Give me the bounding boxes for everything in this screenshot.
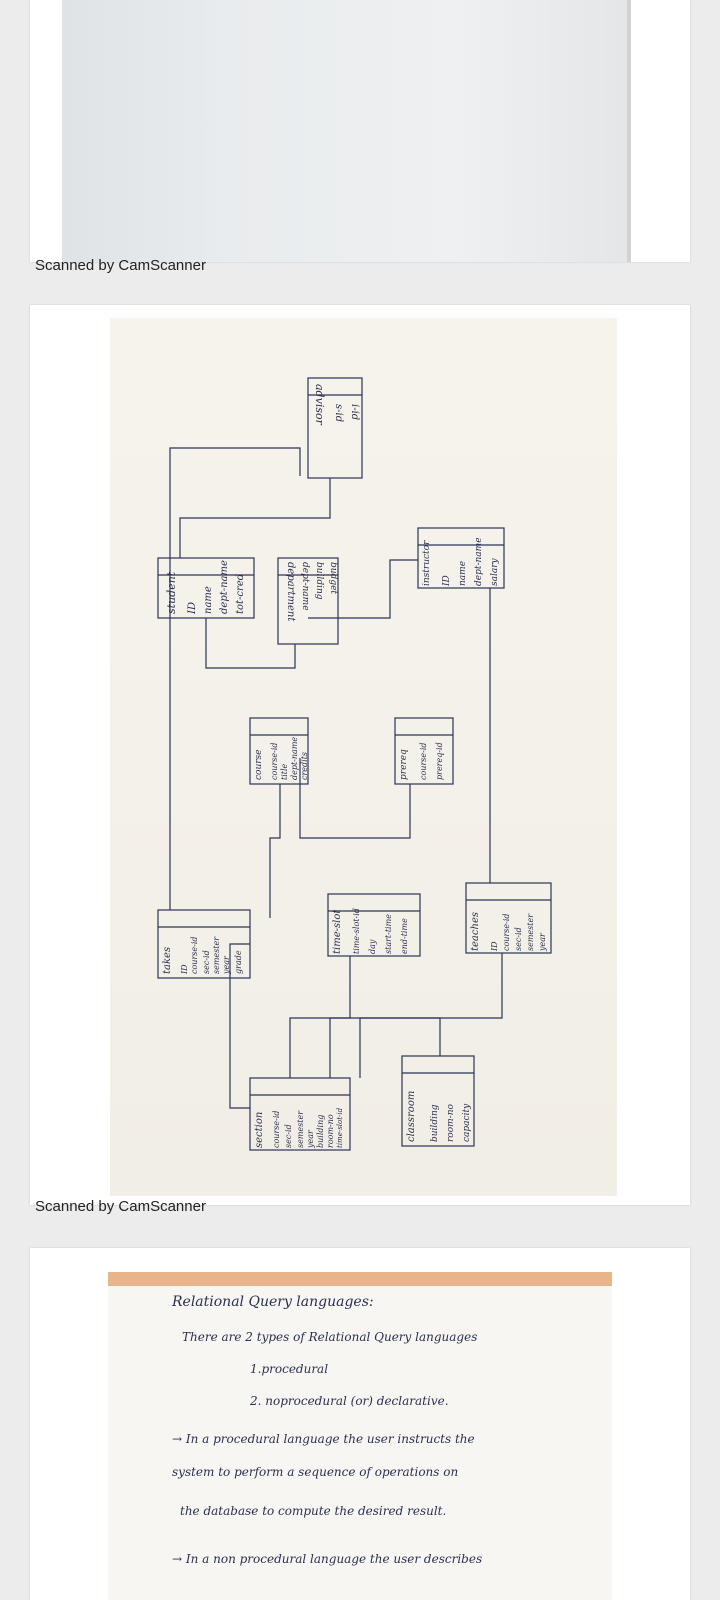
entity-attr: semester (296, 1110, 305, 1148)
scan-image-1 (62, 0, 631, 262)
entity-attr: sec-id (202, 950, 211, 974)
scan-caption-1: Scanned by CamScanner (35, 257, 206, 274)
notes-para1-a: → In a procedural language the user inst… (172, 1432, 475, 1446)
entity-attr: course-id (419, 742, 428, 781)
entity-attr: time-slot-id (336, 1107, 344, 1148)
scan-image-3 (108, 1272, 612, 1600)
entity-attr: course-id (190, 936, 199, 975)
entity-label: classroom (406, 1090, 417, 1142)
entity-attr: day (368, 939, 377, 954)
notes-item2: 2. noprocedural (or) declarative. (250, 1394, 449, 1408)
entity-attr: sec-id (514, 927, 523, 951)
entity-attr: semester (526, 913, 535, 951)
entity-attr: course-id (270, 742, 279, 781)
entity-attr: course-id (272, 1110, 281, 1149)
entity-attr: ID (180, 964, 189, 974)
entity-attr: room-no (446, 1104, 456, 1142)
entity-attr: s-id (333, 404, 344, 423)
scan-caption-2: Scanned by CamScanner (35, 1198, 206, 1215)
entity-attr: building (314, 562, 324, 600)
entity-label: time-slot (332, 909, 343, 954)
entity-label: prereq (399, 749, 409, 780)
entity-attr: tot-cred (235, 573, 246, 614)
entity-label: takes (162, 946, 173, 974)
entity-attr: name (203, 586, 214, 614)
notes-line1: There are 2 types of Relational Query la… (182, 1330, 478, 1344)
notes-para1-b: system to perform a sequence of operatio… (172, 1465, 459, 1479)
entity-attr: ID (442, 575, 452, 586)
entity-attr: year (306, 1130, 315, 1148)
entity-attr: salary (490, 558, 500, 586)
entity-label: department (285, 562, 296, 622)
entity-label: student (165, 571, 178, 614)
entity-attr: building (430, 1104, 440, 1142)
entity-attr: room-no (326, 1114, 335, 1148)
entity-label: advisor (313, 384, 326, 425)
notes-item1: 1.procedural (250, 1362, 329, 1376)
entity-attr: ID (187, 602, 198, 614)
entity-attr: time-slot-id (352, 908, 361, 954)
entity-attr: sec-id (284, 1124, 293, 1148)
entity-attr: dept-name (290, 736, 299, 780)
schema-diagram (157, 377, 552, 1151)
entity-attr: start-time (384, 914, 393, 954)
entity-attr: ID (490, 941, 499, 951)
entity-attr: budget (328, 562, 338, 595)
notes-para1-c: the database to compute the desired resu… (180, 1504, 447, 1518)
scan-top-edge (108, 1272, 612, 1286)
notes-para2-a: → In a non procedural language the user … (172, 1552, 483, 1566)
entity-label: teaches (470, 912, 481, 951)
entity-label: section (254, 1111, 265, 1148)
entity-attr: dept-name (300, 562, 310, 611)
entity-attr: title (280, 763, 289, 780)
entity-label: instructor (422, 540, 432, 586)
entity-attr: capacity (462, 1103, 472, 1142)
entity-attr: year (538, 933, 547, 951)
entity-label: course (254, 749, 264, 780)
entity-attr: i-id (349, 404, 360, 421)
entity-attr: prereq-id (435, 742, 444, 780)
entity-attr: course-id (502, 913, 511, 952)
entity-attr: grade (234, 950, 243, 974)
entity-attr: name (458, 560, 468, 586)
entity-attr: semester (212, 936, 221, 974)
entity-attr: dept-name (219, 560, 230, 614)
entity-attr: building (316, 1114, 325, 1148)
entity-attr: end-time (400, 918, 409, 954)
entity-attr: credits (300, 751, 309, 780)
notes-heading: Relational Query languages: (172, 1294, 374, 1310)
entity-attr: dept-name (474, 537, 484, 586)
scan-image-2: student ID name dept-name tot-cred advis… (110, 318, 617, 1196)
entity-attr: year (222, 956, 231, 974)
